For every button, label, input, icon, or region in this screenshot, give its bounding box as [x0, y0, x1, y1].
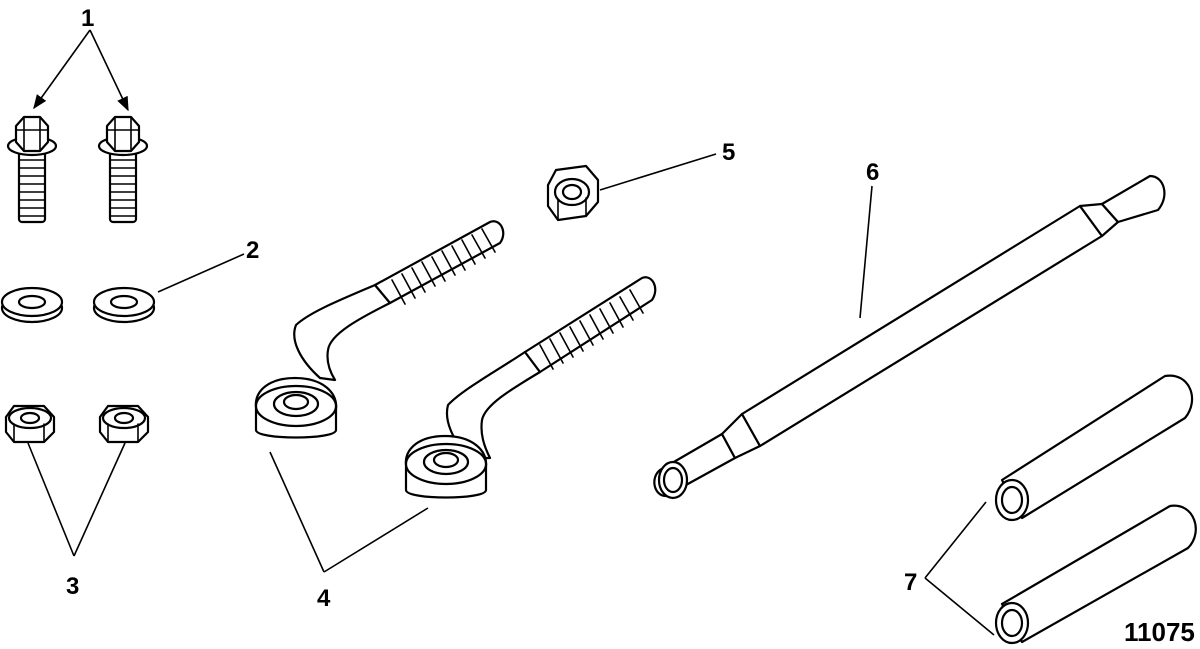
- callout-1: 1: [81, 5, 94, 32]
- rod-end-upper: [254, 220, 505, 439]
- callout-2-leader: [157, 253, 245, 293]
- callout-5-leader: [599, 153, 717, 191]
- nut-left: [4, 404, 56, 444]
- spacer-tube-upper: [994, 374, 1194, 522]
- callout-3-leaders: [27, 442, 126, 557]
- figure-number: 11075: [1124, 617, 1195, 647]
- bolt-left: [6, 115, 58, 224]
- nut-right: [98, 404, 150, 444]
- callout-2: 2: [246, 237, 259, 264]
- washer-left: [0, 286, 64, 324]
- callout-4-leaders: [269, 451, 429, 573]
- hex-nut: [546, 164, 600, 222]
- bolt-right: [97, 115, 149, 224]
- callout-6: 6: [866, 159, 879, 186]
- callout-7: 7: [904, 569, 917, 596]
- rod-end-lower: [404, 276, 657, 499]
- callout-6-leader: [859, 185, 873, 319]
- callout-4: 4: [317, 585, 331, 612]
- callout-3: 3: [66, 573, 79, 600]
- callout-5: 5: [722, 139, 735, 166]
- washer-right: [92, 286, 156, 324]
- spacer-tube-lower: [994, 504, 1197, 645]
- callout-1-leaders: [33, 29, 129, 112]
- callout-7-leaders: [924, 501, 995, 636]
- tie-bar: [653, 174, 1166, 500]
